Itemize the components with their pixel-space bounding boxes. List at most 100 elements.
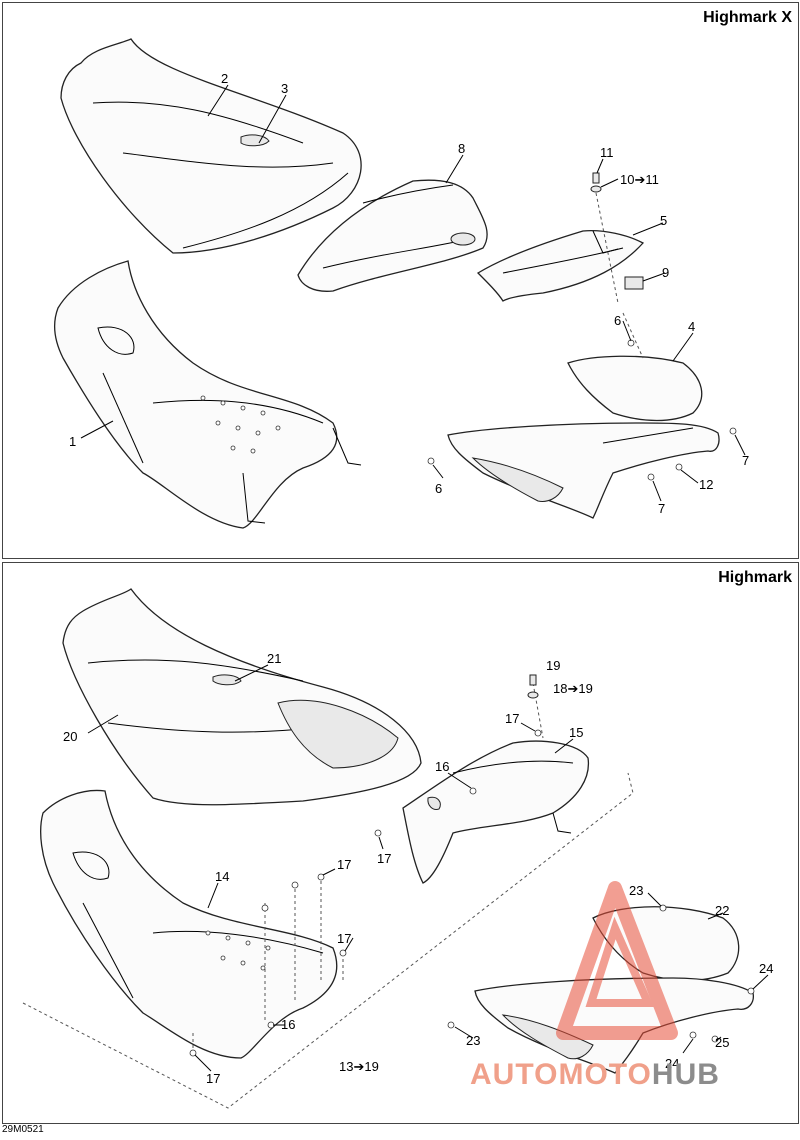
callout-17-lower: 17 <box>206 1071 220 1086</box>
callout-6-top: 6 <box>614 313 621 328</box>
watermark-part1: AUTOMOTO <box>470 1058 652 1091</box>
leader-4 <box>672 332 694 362</box>
fastener-17-d <box>339 949 347 957</box>
leader-24-bottom <box>682 1038 694 1054</box>
callout-4: 4 <box>688 319 695 334</box>
callout-16-top: 16 <box>435 759 449 774</box>
nut-24-bottom <box>689 1031 697 1039</box>
callout-23-front: 23 <box>466 1033 480 1048</box>
leader-17-top <box>520 722 536 732</box>
screw-23-top <box>659 904 667 912</box>
callout-6-front: 6 <box>435 481 442 496</box>
callout-11: 11 <box>600 145 614 160</box>
leader-24-right <box>752 974 769 990</box>
drawing-code: 29M0521 <box>2 1124 44 1135</box>
part-screw-11 <box>590 172 644 359</box>
callout-7-right: 7 <box>742 453 749 468</box>
callout-19: 19 <box>546 658 560 673</box>
callout-3: 3 <box>281 81 288 96</box>
part-seat-base <box>54 260 362 529</box>
part-seat-20 <box>62 588 422 806</box>
leader-12 <box>680 469 699 484</box>
leader-3 <box>258 94 287 144</box>
callout-17-top: 17 <box>505 711 519 726</box>
leader-23-front <box>454 1026 474 1039</box>
washer-12 <box>675 463 683 471</box>
leader-2 <box>207 84 229 117</box>
nut-24-right <box>747 987 755 995</box>
leader-17-upper <box>322 868 336 876</box>
callout-21: 21 <box>267 651 281 666</box>
callout-10: 10➔11 <box>620 172 659 187</box>
leader-7-bottom <box>652 480 662 502</box>
callout-8: 8 <box>458 141 465 156</box>
exploded-diagram-highmark-x: 2 3 1 8 11 10➔11 5 9 4 6 6 7 7 12 <box>54 38 749 529</box>
watermark-triangle-icon <box>556 881 678 1040</box>
panel-highmark: Highmark <box>2 562 799 1124</box>
panel-title-highmark: Highmark <box>718 569 792 586</box>
nut-7-bottom <box>647 473 655 481</box>
leader-16-top <box>447 772 472 789</box>
part-seat-base-14 <box>40 789 338 1059</box>
callout-9: 9 <box>662 265 669 280</box>
callout-13: 13➔19 <box>339 1059 379 1074</box>
leader-1 <box>80 420 114 439</box>
callout-17-upper: 17 <box>337 857 351 872</box>
callout-17-right: 17 <box>337 931 351 946</box>
leader-7-right <box>734 434 746 456</box>
screw-6-front <box>427 457 435 465</box>
watermark-text: AUTOMOTOHUB <box>470 1058 720 1092</box>
callout-20: 20 <box>63 729 77 744</box>
leader-6-top <box>622 320 632 342</box>
leader-8 <box>445 154 464 184</box>
leader-6-front <box>432 464 444 479</box>
callout-2: 2 <box>221 71 228 86</box>
leader-22 <box>707 912 724 920</box>
fastener-17-top <box>534 729 542 737</box>
part-clip-9 <box>624 276 644 290</box>
nut-7-right <box>729 427 737 435</box>
callout-7-bottom: 7 <box>658 501 665 516</box>
callout-14: 14 <box>215 869 229 884</box>
part-rear-bracket-15 <box>402 740 590 884</box>
leader-23-top <box>647 892 662 907</box>
fastener-17-b <box>291 881 299 889</box>
callout-16-bottom: 16 <box>281 1017 295 1032</box>
callout-24-bottom: 24 <box>665 1056 679 1071</box>
callout-18: 18➔19 <box>553 681 593 696</box>
fastener-17-left <box>374 829 382 837</box>
callout-25: 25 <box>715 1035 729 1050</box>
assembly-outline-13 <box>22 772 634 1109</box>
part-rear-bracket-5 <box>476 229 645 302</box>
hardware-lines <box>192 682 544 1053</box>
leader-10 <box>600 178 619 188</box>
leader-17-left <box>378 836 384 850</box>
leader-11 <box>596 158 604 174</box>
fastener-17-e <box>189 1049 197 1057</box>
leader-5 <box>632 222 664 236</box>
callout-17-left: 17 <box>377 851 391 866</box>
panel-highmark-x: Highmark X <box>2 2 799 559</box>
fastener-17-c <box>317 873 325 881</box>
leader-14 <box>207 882 219 909</box>
leader-15 <box>554 738 574 754</box>
fastener-16-top <box>469 787 477 795</box>
leader-9 <box>642 272 666 282</box>
screw-23-front <box>447 1021 455 1029</box>
part-screw-19 <box>527 674 539 699</box>
watermark-part2: HUB <box>651 1058 720 1091</box>
leader-25 <box>715 1036 722 1042</box>
part-side-panel-4 <box>447 355 720 519</box>
callout-1: 1 <box>69 434 76 449</box>
leader-17-lower <box>194 1054 212 1072</box>
callout-24-right: 24 <box>759 961 773 976</box>
fastener-17-a <box>261 904 269 912</box>
callout-12: 12 <box>699 477 713 492</box>
panel-title-highmark-x: Highmark X <box>703 9 792 26</box>
callout-15: 15 <box>569 725 583 740</box>
part-seat <box>60 38 362 254</box>
exploded-diagram-highmark: 21 20 14 19 18➔19 17 15 16 17 17 17 16 1… <box>22 588 773 1109</box>
callout-5: 5 <box>660 213 667 228</box>
leader-20 <box>87 714 119 734</box>
leader-17-right <box>344 937 354 952</box>
